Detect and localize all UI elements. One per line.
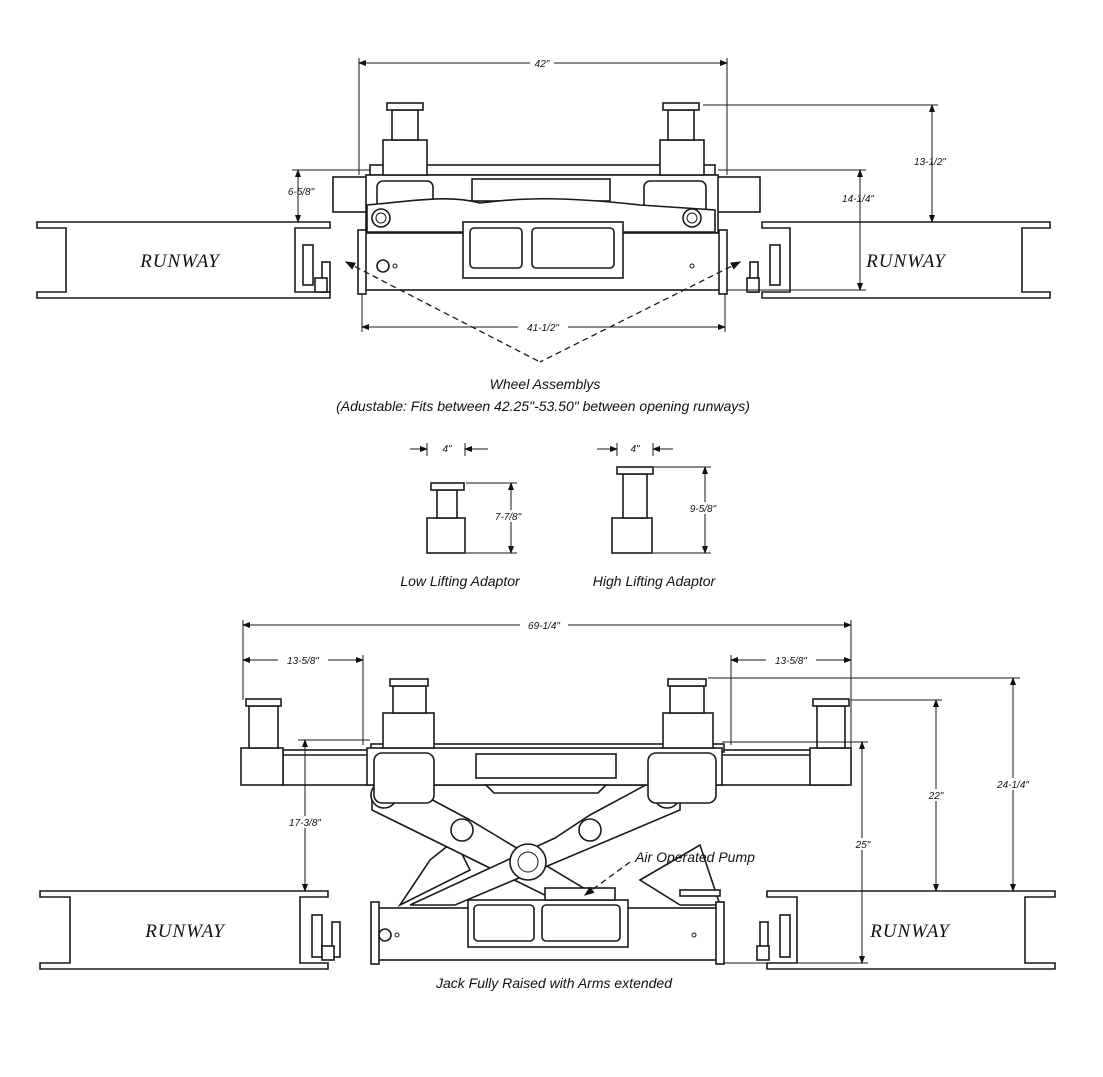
wheel-assemblys-note: (Adustable: Fits between 42.25"-53.50" b… [336, 398, 750, 414]
top-view: RUNWAY RUNWAY [36, 57, 1051, 414]
runway-left: RUNWAY [36, 221, 331, 299]
jack-base [370, 887, 725, 965]
wheel-assembly-left [311, 914, 341, 961]
jack-upper-body [366, 743, 725, 804]
scissor-mechanism [370, 779, 722, 908]
dim-arm-left-label: 13-5/8" [287, 656, 319, 667]
inner-post-right [662, 678, 714, 749]
dim-arm-height-label: 17-3/8" [289, 818, 321, 829]
dim-left-height-label: 6-5/8" [288, 187, 315, 198]
dim-width-top-label: 42" [535, 59, 550, 70]
lifting-post-left [382, 102, 428, 176]
dimension-13-5-8-left: 13-5/8" [242, 654, 364, 745]
dim-inner-post-label: 24-1/4" [996, 780, 1029, 791]
runway-left: RUNWAY [39, 890, 329, 970]
wheel-assembly-right [746, 244, 781, 293]
dimension-69-1-4: 69-1/4" [242, 619, 852, 748]
low-lifting-adaptor: 4" 7-7/8" Low Lifting Adaptor [400, 443, 528, 589]
dimension-17-3-8: 17-3/8" [282, 739, 370, 892]
dimension-14-1-4: 14-1/4" [718, 169, 874, 291]
dimension-13-5-8-right: 13-5/8" [730, 654, 852, 745]
dimension-13-1-2: 13-1/2" [703, 104, 946, 223]
dimension-42: 42" [358, 57, 728, 175]
dimension-6-5-8: 6-5/8" [288, 169, 370, 223]
dim-raised-height-label: 25" [855, 840, 871, 851]
dim-post-height-label: 13-1/2" [914, 157, 946, 168]
high-adaptor-label: High Lifting Adaptor [593, 573, 717, 589]
lifting-post-right [659, 102, 705, 176]
low-adaptor-width-label: 4" [442, 444, 452, 455]
dim-overall-width-label: 69-1/4" [528, 621, 560, 632]
dimension-22: 22" [851, 699, 946, 892]
runway-right-label: RUNWAY [865, 251, 947, 272]
inner-post-left [382, 678, 435, 749]
bottom-view: RUNWAY RUNWAY [39, 619, 1056, 991]
outer-post-right [812, 698, 850, 749]
wheel-assembly-left [302, 244, 331, 293]
runway-right-label: RUNWAY [869, 921, 951, 942]
runway-left-label: RUNWAY [139, 251, 221, 272]
jack-raised-caption: Jack Fully Raised with Arms extended [435, 975, 673, 991]
runway-left-label: RUNWAY [144, 921, 226, 942]
runway-right: RUNWAY [766, 890, 1056, 970]
air-pump-callout: Air Operated Pump [583, 849, 755, 896]
low-adaptor-label: Low Lifting Adaptor [400, 573, 521, 589]
high-adaptor-width-label: 4" [630, 444, 640, 455]
dim-width-base-label: 41-1/2" [527, 323, 559, 334]
wheel-assembly-leader [344, 261, 742, 363]
runway-right: RUNWAY [761, 221, 1051, 299]
dim-arm-right-label: 13-5/8" [775, 656, 807, 667]
dim-overall-height-label: 14-1/4" [842, 194, 874, 205]
wheel-assembly-right [756, 914, 791, 961]
dimension-24-1-4: 24-1/4" [708, 677, 1036, 892]
high-adaptor-height-label: 9-5/8" [690, 504, 717, 515]
low-adaptor-height-label: 7-7/8" [495, 512, 522, 523]
dim-outer-post-label: 22" [928, 791, 944, 802]
outer-post-left [245, 698, 282, 749]
jack-body-lowered [332, 164, 761, 295]
dimension-25: 25" [722, 741, 873, 964]
high-lifting-adaptor: 4" 9-5/8" High Lifting Adaptor [593, 443, 724, 589]
air-operated-pump-label: Air Operated Pump [634, 849, 755, 865]
wheel-assemblys-caption: Wheel Assemblys [490, 376, 601, 392]
dimension-41-1-2: 41-1/2" [361, 294, 726, 334]
